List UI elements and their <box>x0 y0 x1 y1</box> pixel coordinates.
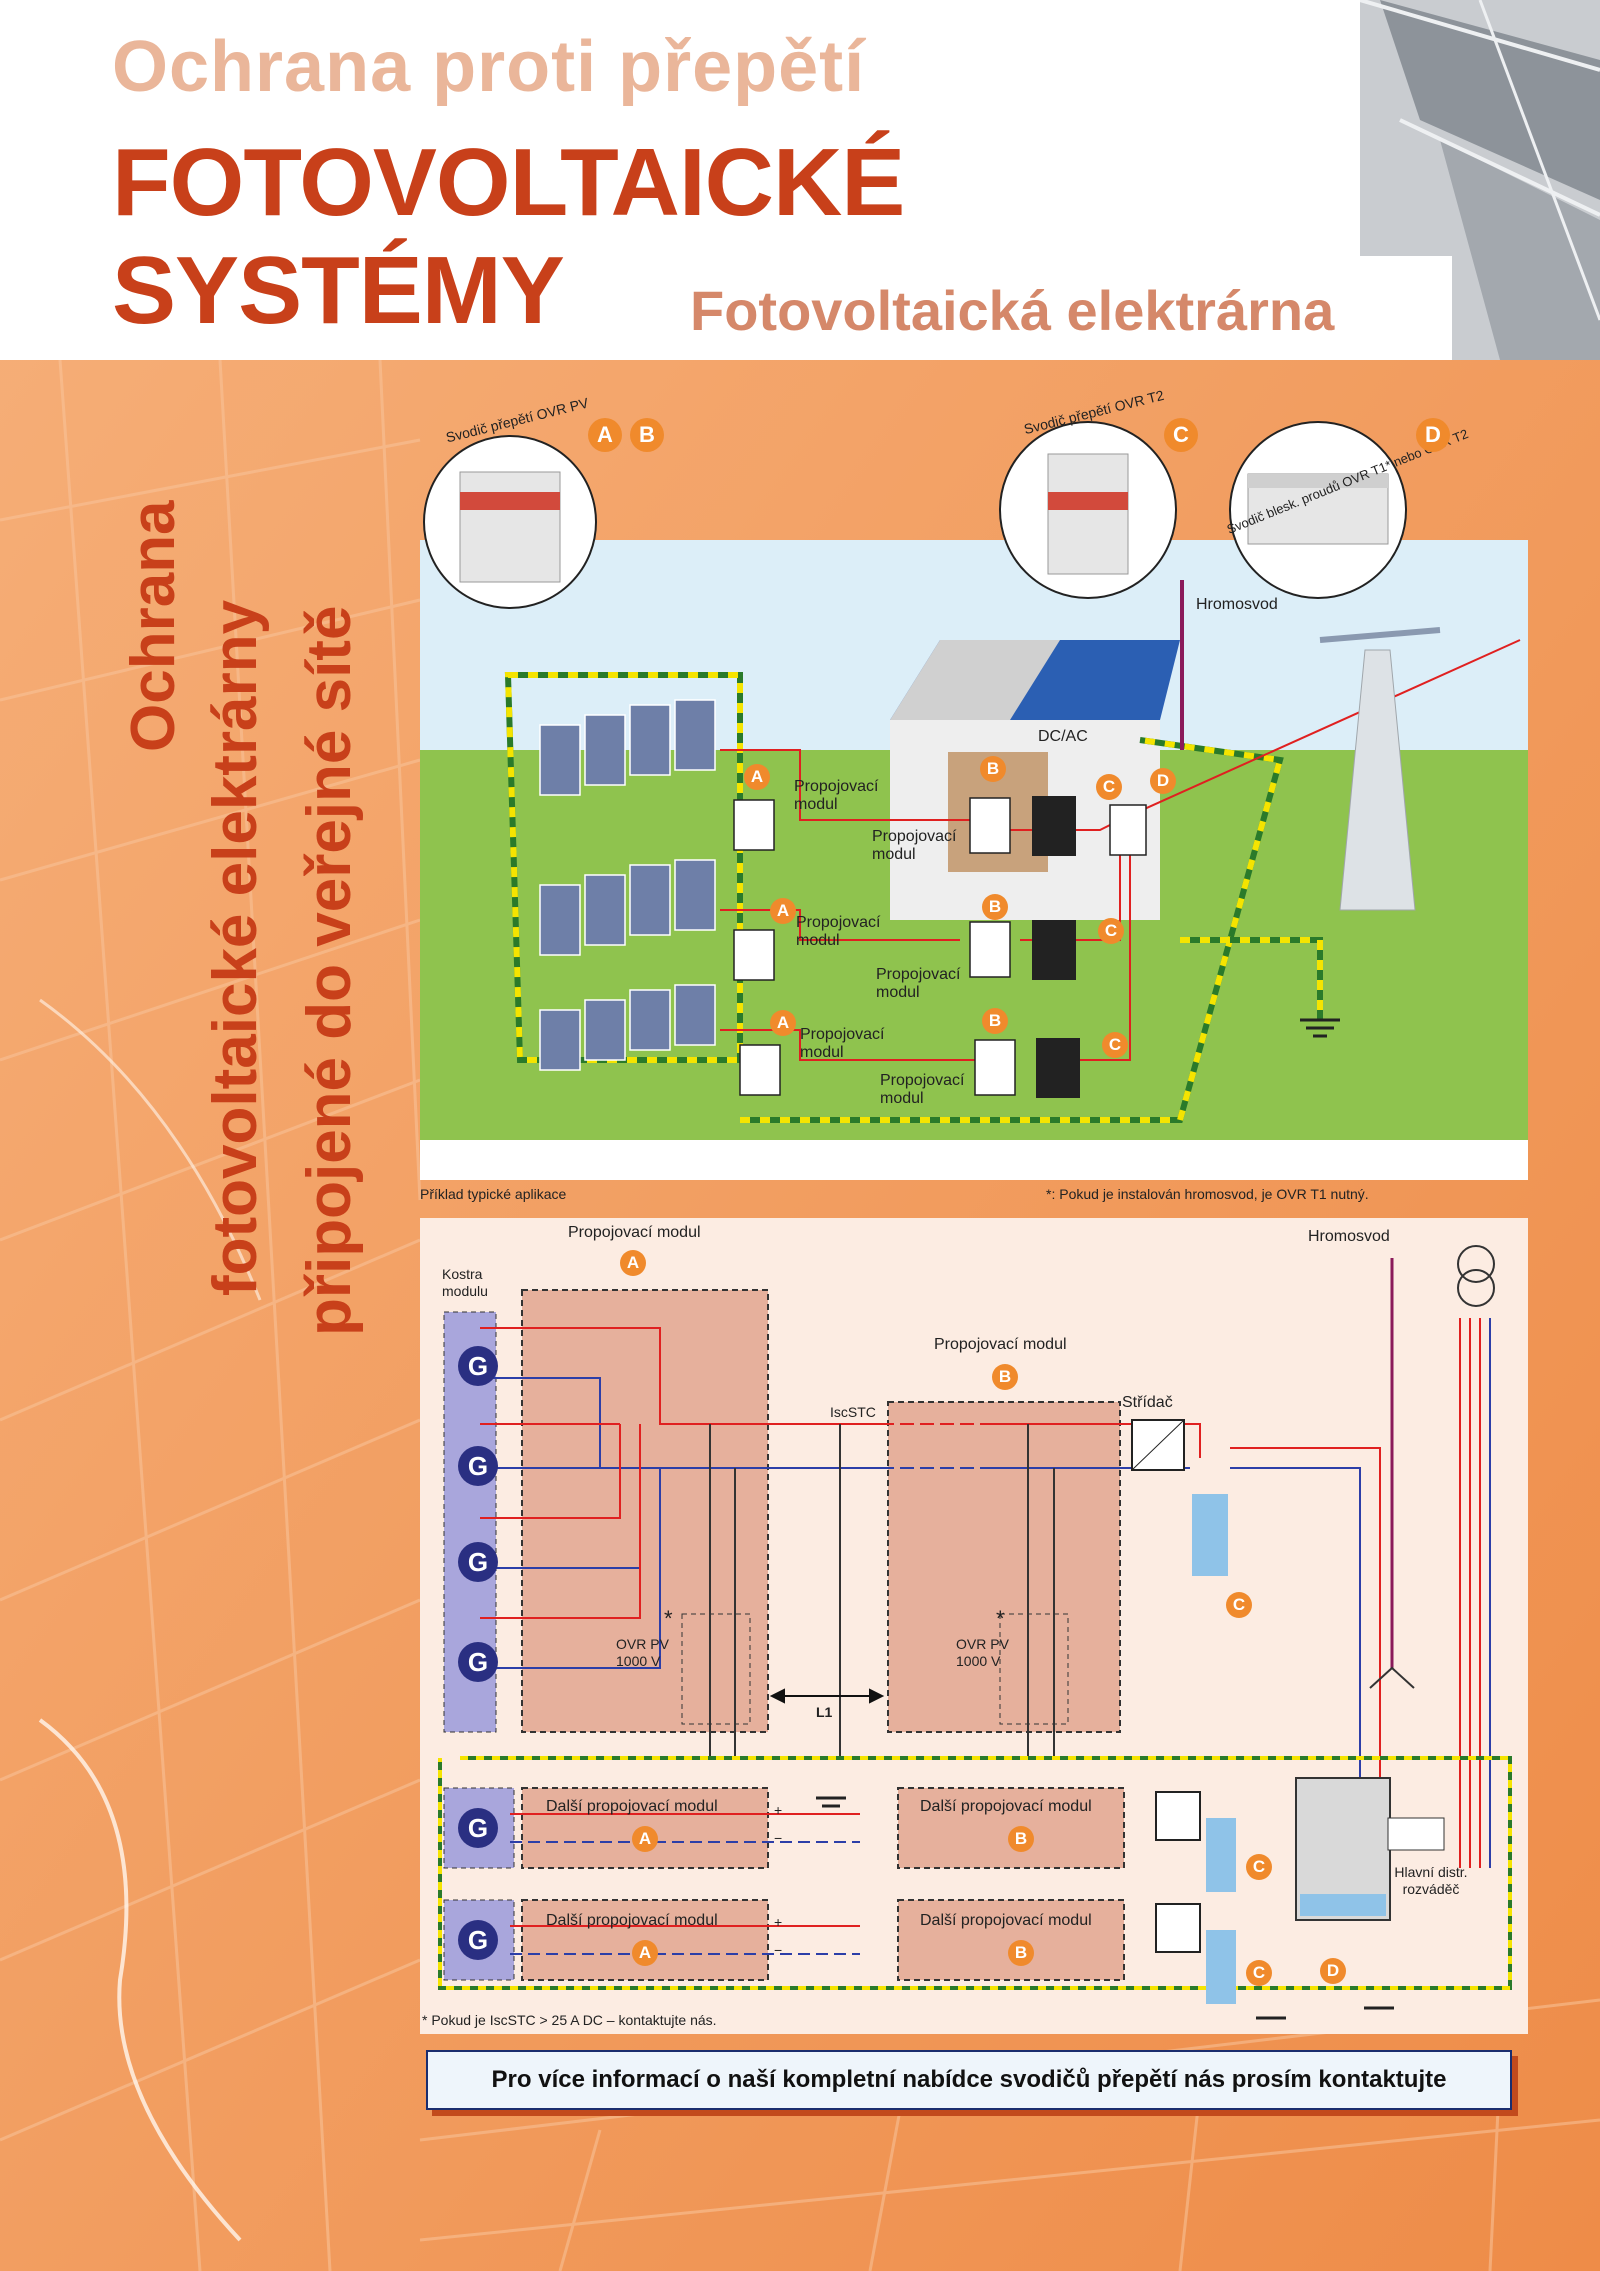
l1-label: L1 <box>816 1704 833 1720</box>
side-title-line-1: Ochrana <box>119 500 188 752</box>
main-board-label: Hlavní distr. rozváděč <box>1394 1864 1468 1897</box>
generator-6: G <box>458 1920 498 1960</box>
badge-c: C <box>1164 418 1198 452</box>
product-ovr-t1-photo <box>1229 421 1407 599</box>
top-badge-d-1: D <box>1150 768 1176 794</box>
badge-b: B <box>630 418 664 452</box>
top-badge-b-3: B <box>982 1008 1008 1034</box>
top-badge-a-2: A <box>770 898 796 924</box>
side-title-line-2: fotovoltaické elektrárny <box>201 599 270 1296</box>
title-small: Ochrana proti přepětí <box>112 27 866 107</box>
generator-5: G <box>458 1808 498 1848</box>
footnote: * Pokud je IscSTC > 25 A DC – kontaktujt… <box>422 2012 717 2028</box>
ovr-pv-label-a: OVR PV 1000 V <box>616 1636 669 1669</box>
bottom-badge-a-2: A <box>632 1826 658 1852</box>
next-module-b-1: Další propojovací modul <box>920 1798 1092 1815</box>
bottom-badge-a-3: A <box>632 1940 658 1966</box>
top-badge-c-1: C <box>1096 774 1122 800</box>
caption-lightning-note: *: Pokud je instalován hromosvod, je OVR… <box>1046 1186 1369 1202</box>
product-ovr-pv-photo <box>423 435 597 609</box>
top-badge-a-1: A <box>744 764 770 790</box>
top-badge-c-3: C <box>1102 1032 1128 1058</box>
minus-1: − <box>774 1830 783 1846</box>
bottom-badge-b-3: B <box>1008 1940 1034 1966</box>
bottom-lightning-rod-label: Hromosvod <box>1308 1228 1390 1245</box>
bottom-badge-b-2: B <box>1008 1826 1034 1852</box>
minus-2: − <box>774 1942 783 1958</box>
connection-module-a-2: Propojovací modul <box>796 914 881 949</box>
generator-2: G <box>458 1446 498 1486</box>
contact-banner[interactable]: Pro více informací o naší kompletní nabí… <box>426 2050 1512 2110</box>
module-b-title: Propojovací modul <box>934 1336 1067 1353</box>
bottom-badge-b: B <box>992 1364 1018 1390</box>
subtitle: Fotovoltaická elektrárna <box>690 279 1335 342</box>
top-badge-c-2: C <box>1098 918 1124 944</box>
bottom-badge-c-3: C <box>1246 1960 1272 1986</box>
bottom-badge-a: A <box>620 1250 646 1276</box>
connection-module-b-2: Propojovací modul <box>876 966 961 1001</box>
bottom-badge-c-1: C <box>1226 1592 1252 1618</box>
module-a-title: Propojovací modul <box>568 1224 701 1241</box>
badge-a: A <box>588 418 622 452</box>
top-badge-b-2: B <box>982 894 1008 920</box>
title-line-2: SYSTÉMY <box>112 237 565 344</box>
subtitle-box <box>652 256 1452 360</box>
badge-d: D <box>1416 418 1450 452</box>
connection-module-a-3: Propojovací modul <box>800 1026 885 1061</box>
connection-module-b-3: Propojovací modul <box>880 1072 965 1107</box>
plus-2: + <box>774 1914 783 1930</box>
plus-1: + <box>774 1802 783 1818</box>
circuit-schematic <box>438 1245 1512 2020</box>
module-frame-label: Kostra modulu <box>442 1266 488 1299</box>
dcac-label: DC/AC <box>1038 728 1088 745</box>
contact-banner-text: Pro více informací o naší kompletní nabí… <box>491 2066 1447 2093</box>
pv-plant-illustration <box>420 540 1528 1140</box>
connection-module-a-1: Propojovací modul <box>794 778 879 813</box>
star-b: * <box>996 1606 1005 1631</box>
bottom-badge-c-2: C <box>1246 1854 1272 1880</box>
star-a: * <box>664 1606 673 1631</box>
header: Ochrana proti přepětí FOTOVOLTAICKÉ SYST… <box>0 0 1600 360</box>
solar-panel-photo <box>1360 0 1600 360</box>
next-module-a-2: Další propojovací modul <box>546 1912 718 1929</box>
top-badge-a-3: A <box>770 1010 796 1036</box>
title-line-1: FOTOVOLTAICKÉ <box>112 129 905 236</box>
bottom-badge-d: D <box>1320 1958 1346 1984</box>
lightning-rod-label: Hromosvod <box>1196 596 1278 613</box>
product-ovr-t2-photo <box>999 421 1177 599</box>
generator-1: G <box>458 1346 498 1386</box>
top-diagram <box>420 540 1528 1180</box>
side-title-line-3: připojené do veřejné sítě <box>295 605 364 1336</box>
top-badge-b-1: B <box>980 756 1006 782</box>
isc-label: IscSTC <box>830 1404 876 1420</box>
inverter-label: Střídač <box>1122 1394 1173 1411</box>
ovr-pv-label-b: OVR PV 1000 V <box>956 1636 1009 1669</box>
generator-3: G <box>458 1542 498 1582</box>
caption-typical-application: Příklad typické aplikace <box>420 1186 567 1202</box>
generator-4: G <box>458 1642 498 1682</box>
next-module-a-1: Další propojovací modul <box>546 1798 718 1815</box>
connection-module-b-1: Propojovací modul <box>872 828 957 863</box>
next-module-b-2: Další propojovací modul <box>920 1912 1092 1929</box>
bottom-diagram: Propojovací modul A Kostra modulu G G G … <box>420 1218 1528 2034</box>
